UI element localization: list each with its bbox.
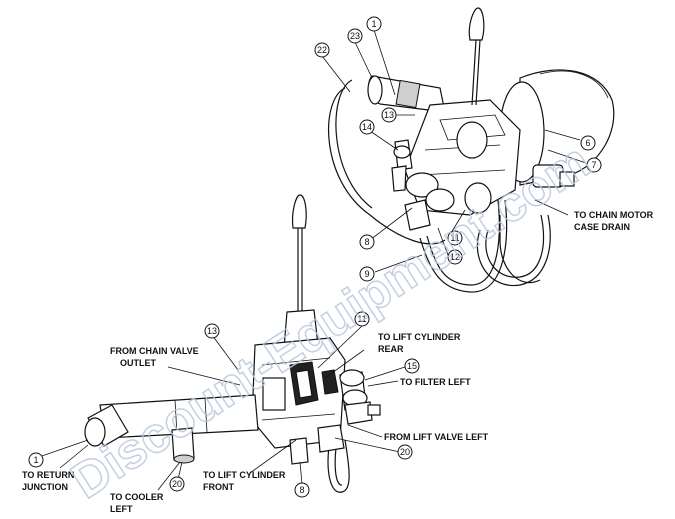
balloon-8: 8 [359, 234, 375, 250]
balloon-1-lower: 1 [28, 452, 44, 468]
svg-text:9: 9 [364, 269, 369, 279]
balloon-23: 23 [347, 28, 363, 44]
svg-text:6: 6 [585, 138, 590, 148]
balloon-8-lower: 8 [294, 482, 310, 498]
svg-text:7: 7 [591, 160, 596, 170]
label-to-chain-motor: TO CHAIN MOTOR [574, 210, 654, 220]
svg-text:13: 13 [207, 326, 217, 336]
label-to-lift-cylinder-front: TO LIFT CYLINDER [203, 470, 286, 480]
svg-text:22: 22 [317, 45, 327, 55]
upper-balloons: 1 22 23 13 14 6 7 8 11 12 9 TO CHAIN MOT… [314, 16, 654, 282]
svg-text:20: 20 [172, 479, 182, 489]
balloon-11: 11 [447, 230, 463, 246]
label-front: FRONT [203, 482, 234, 492]
lower-valve-assembly [84, 194, 381, 493]
balloon-1: 1 [366, 16, 382, 32]
balloon-15: 15 [404, 358, 420, 374]
balloon-12: 12 [447, 249, 463, 265]
label-from-chain-valve: FROM CHAIN VALVE [110, 346, 199, 356]
svg-text:12: 12 [450, 252, 460, 262]
lower-balloons: 13 11 15 1 20 20 8 FROM CHAIN VALVE OUTL… [22, 311, 489, 514]
svg-text:15: 15 [407, 361, 417, 371]
svg-text:20: 20 [400, 447, 410, 457]
svg-text:13: 13 [384, 110, 394, 120]
upper-valve-assembly [328, 7, 615, 293]
svg-text:14: 14 [362, 122, 372, 132]
balloon-20-lift: 20 [397, 444, 413, 460]
balloon-22: 22 [314, 42, 330, 58]
balloon-14: 14 [359, 119, 375, 135]
svg-text:8: 8 [364, 237, 369, 247]
label-left: LEFT [110, 504, 133, 514]
label-rear: REAR [378, 344, 404, 354]
svg-text:23: 23 [350, 31, 360, 41]
label-junction: JUNCTION [22, 482, 68, 492]
svg-text:1: 1 [371, 19, 376, 29]
label-to-return: TO RETURN [22, 470, 74, 480]
svg-text:8: 8 [299, 485, 304, 495]
balloon-11-lower: 11 [354, 311, 370, 327]
balloon-13-lower: 13 [204, 323, 220, 339]
svg-text:11: 11 [450, 233, 459, 243]
balloon-7: 7 [586, 157, 602, 173]
watermark: Discount-Equipment.com [61, 132, 599, 509]
balloon-20-cooler: 20 [169, 476, 185, 492]
label-to-cooler: TO COOLER [110, 492, 164, 502]
label-to-filter-left: TO FILTER LEFT [400, 377, 471, 387]
balloon-9: 9 [359, 266, 375, 282]
label-from-lift-valve-left: FROM LIFT VALVE LEFT [384, 432, 489, 442]
svg-text:1: 1 [33, 455, 38, 465]
label-to-lift-cylinder-rear: TO LIFT CYLINDER [378, 332, 461, 342]
balloon-13: 13 [381, 107, 397, 123]
svg-text:11: 11 [357, 314, 366, 324]
balloon-6: 6 [580, 135, 596, 151]
label-outlet: OUTLET [120, 358, 156, 368]
label-case-drain: CASE DRAIN [574, 222, 630, 232]
